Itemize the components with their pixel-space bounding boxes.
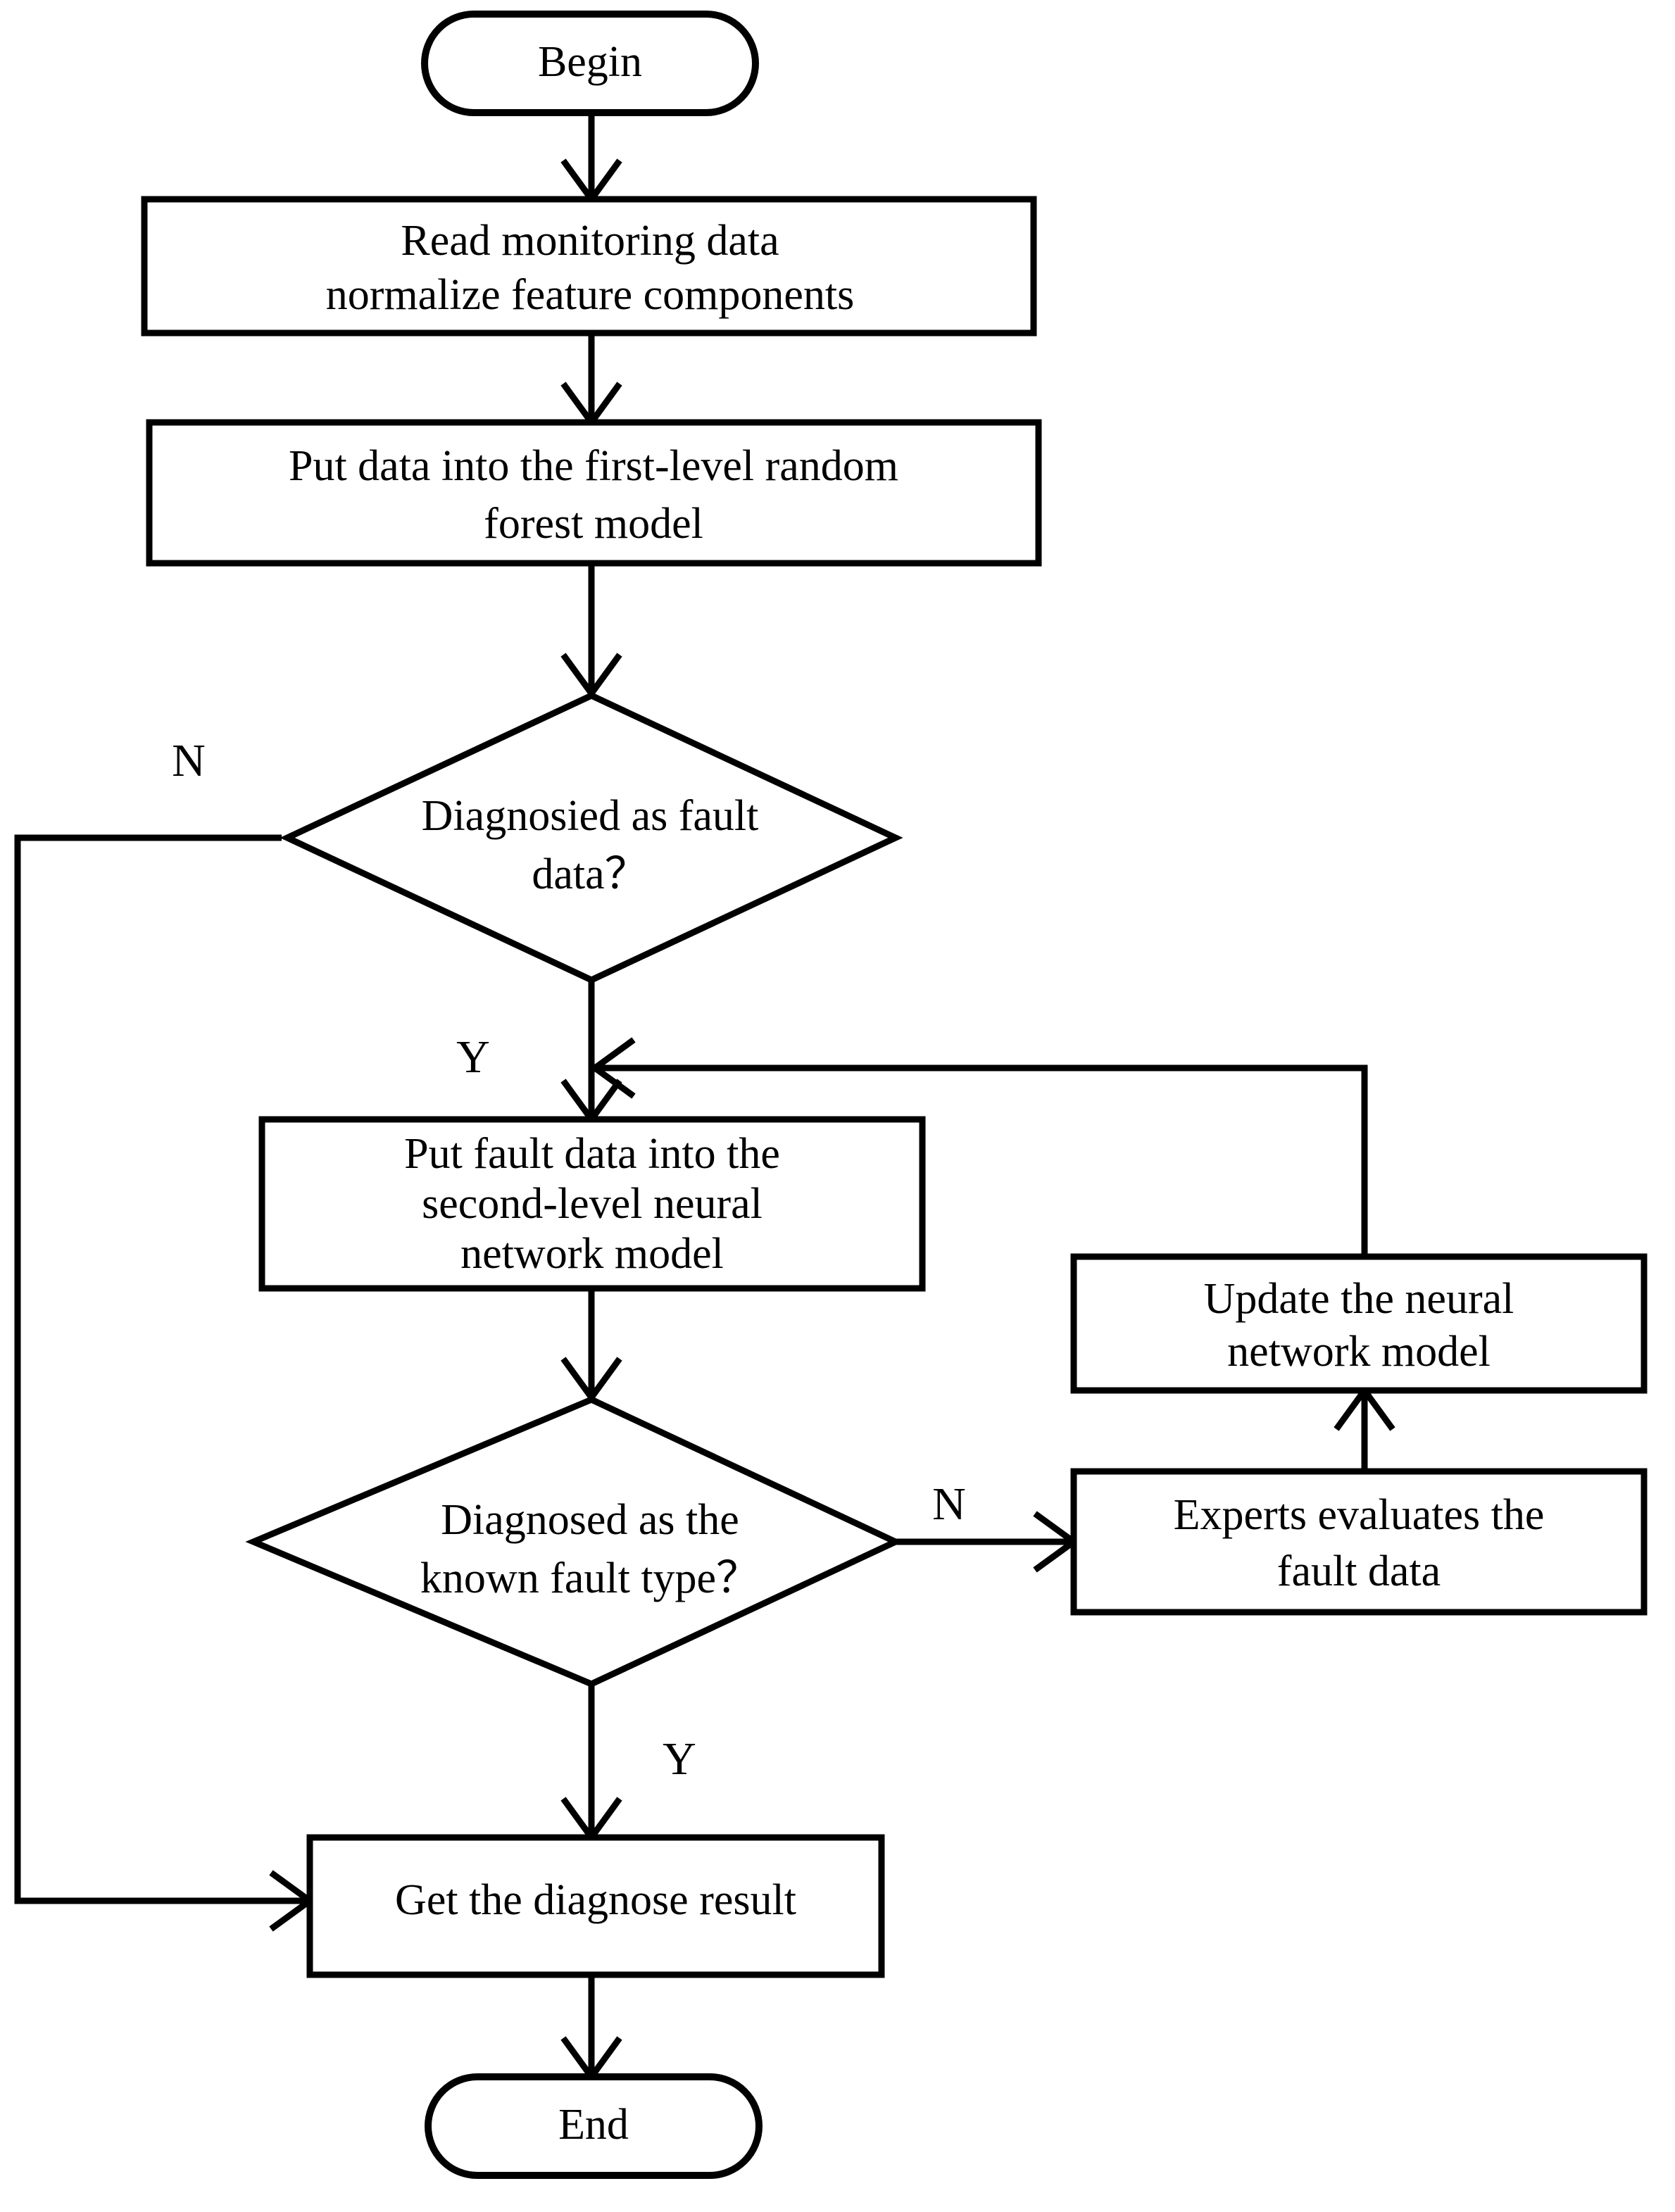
node-read-monitoring-data[interactable]: Read monitoring data normalize feature c… — [141, 196, 1037, 337]
first-level-box-shape — [146, 419, 1042, 567]
get-result-label: Get the diagnose result — [395, 1876, 796, 1924]
edge-begin-to-read-data — [560, 113, 622, 205]
branch-label-known-no: N — [932, 1478, 966, 1530]
read-data-line-1: Read monitoring data — [401, 217, 779, 265]
read-data-box-shape — [141, 196, 1037, 337]
node-experts-evaluate[interactable]: Experts evaluates the fault data — [1070, 1468, 1648, 1616]
edge-decision-known-yes — [560, 1686, 622, 1843]
update-model-box-shape — [1070, 1253, 1648, 1394]
node-decision-known-fault-type[interactable]: Diagnosed as the known fault type？ — [245, 1396, 903, 1688]
edge-second-level-to-decision-known — [560, 1288, 622, 1403]
decision-known-line-2: known fault type？ — [420, 1554, 760, 1602]
second-level-line-3: network model — [460, 1230, 724, 1278]
edge-read-data-to-first-level — [560, 333, 622, 428]
edge-experts-to-update-model — [1334, 1385, 1395, 1471]
branch-label-fault-yes: Y — [456, 1031, 490, 1083]
decision-fault-diamond-shape — [280, 692, 903, 984]
first-level-line-2: forest model — [484, 500, 703, 548]
experts-line-1: Experts evaluates the — [1174, 1491, 1545, 1539]
edge-decision-fault-no — [14, 834, 315, 1932]
edge-first-level-to-decision-fault — [560, 563, 622, 699]
update-model-line-2: network model — [1227, 1328, 1491, 1376]
begin-label: Begin — [538, 38, 642, 86]
branch-label-known-yes: Y — [663, 1733, 696, 1785]
get-result-box-shape — [306, 1834, 885, 1978]
node-update-neural-network-model[interactable]: Update the neural network model — [1070, 1253, 1648, 1394]
node-second-level-neural-network[interactable]: Put fault data into the second-level neu… — [258, 1116, 926, 1292]
node-first-level-random-forest[interactable]: Put data into the first-level random for… — [146, 419, 1042, 567]
edge-decision-fault-yes — [560, 982, 622, 1125]
update-model-line-1: Update the neural — [1204, 1275, 1514, 1323]
end-terminator-shape — [425, 2073, 763, 2179]
node-decision-diagnosed-as-fault[interactable]: Diagnosied as fault data？ — [280, 692, 903, 984]
node-end[interactable]: End — [425, 2073, 763, 2179]
decision-fault-line-2: data？ — [532, 850, 648, 898]
edge-decision-known-no — [894, 1511, 1079, 1573]
decision-known-diamond-shape — [245, 1396, 903, 1688]
end-label: End — [558, 2101, 629, 2149]
decision-fault-line-1: Diagnosied as fault — [422, 792, 759, 840]
node-begin[interactable]: Begin — [421, 11, 759, 116]
experts-box-shape — [1070, 1468, 1648, 1616]
second-level-line-1: Put fault data into the — [404, 1130, 780, 1178]
branch-label-fault-no: N — [172, 735, 206, 786]
experts-line-2: fault data — [1277, 1547, 1441, 1595]
second-level-box-shape — [258, 1116, 926, 1292]
begin-terminator-shape — [421, 11, 759, 116]
edge-update-model-to-second-level — [589, 1037, 1368, 1257]
read-data-line-2: normalize feature components — [326, 271, 855, 319]
first-level-line-1: Put data into the first-level random — [289, 442, 898, 490]
second-level-line-2: second-level neural — [422, 1180, 763, 1228]
decision-known-line-1: Diagnosed as the — [441, 1496, 739, 1544]
edge-get-result-to-end — [560, 1975, 622, 2082]
node-get-diagnose-result[interactable]: Get the diagnose result — [306, 1834, 885, 1978]
